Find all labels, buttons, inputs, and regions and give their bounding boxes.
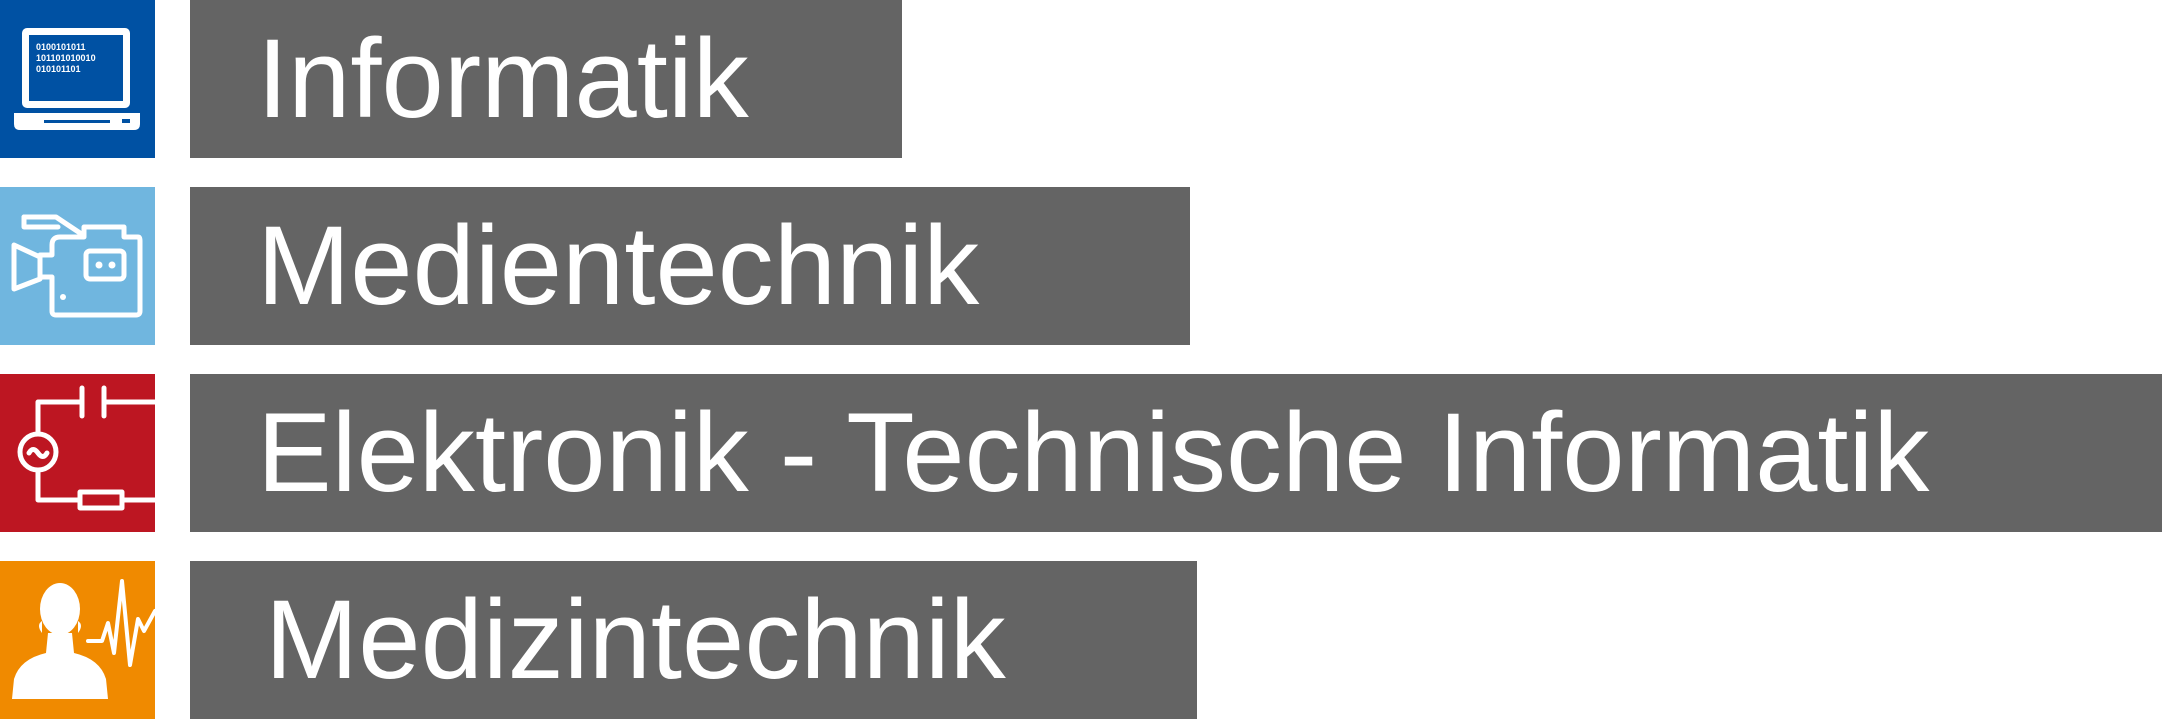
category-label: Medientechnik xyxy=(257,203,980,328)
circuit-icon xyxy=(0,374,155,532)
binary-line-3: 010101101 xyxy=(36,64,81,74)
binary-line-2: 101101010010 xyxy=(36,53,96,63)
category-label: Informatik xyxy=(257,16,749,141)
category-bar-medizintechnik: Medizintechnik xyxy=(190,561,1197,719)
category-bar-informatik: Informatik xyxy=(190,0,902,158)
laptop-binary-icon: 0100101011 101101010010 010101101 xyxy=(0,0,155,158)
category-label: Medizintechnik xyxy=(265,577,1006,702)
category-bar-medientechnik: Medientechnik xyxy=(190,187,1190,345)
category-bar-elektronik: Elektronik - Technische Informatik xyxy=(190,374,2162,532)
binary-line-1: 0100101011 xyxy=(36,42,86,52)
video-camera-icon xyxy=(0,187,155,345)
person-heartbeat-icon xyxy=(0,561,155,719)
category-label: Elektronik - Technische Informatik xyxy=(257,390,1930,515)
